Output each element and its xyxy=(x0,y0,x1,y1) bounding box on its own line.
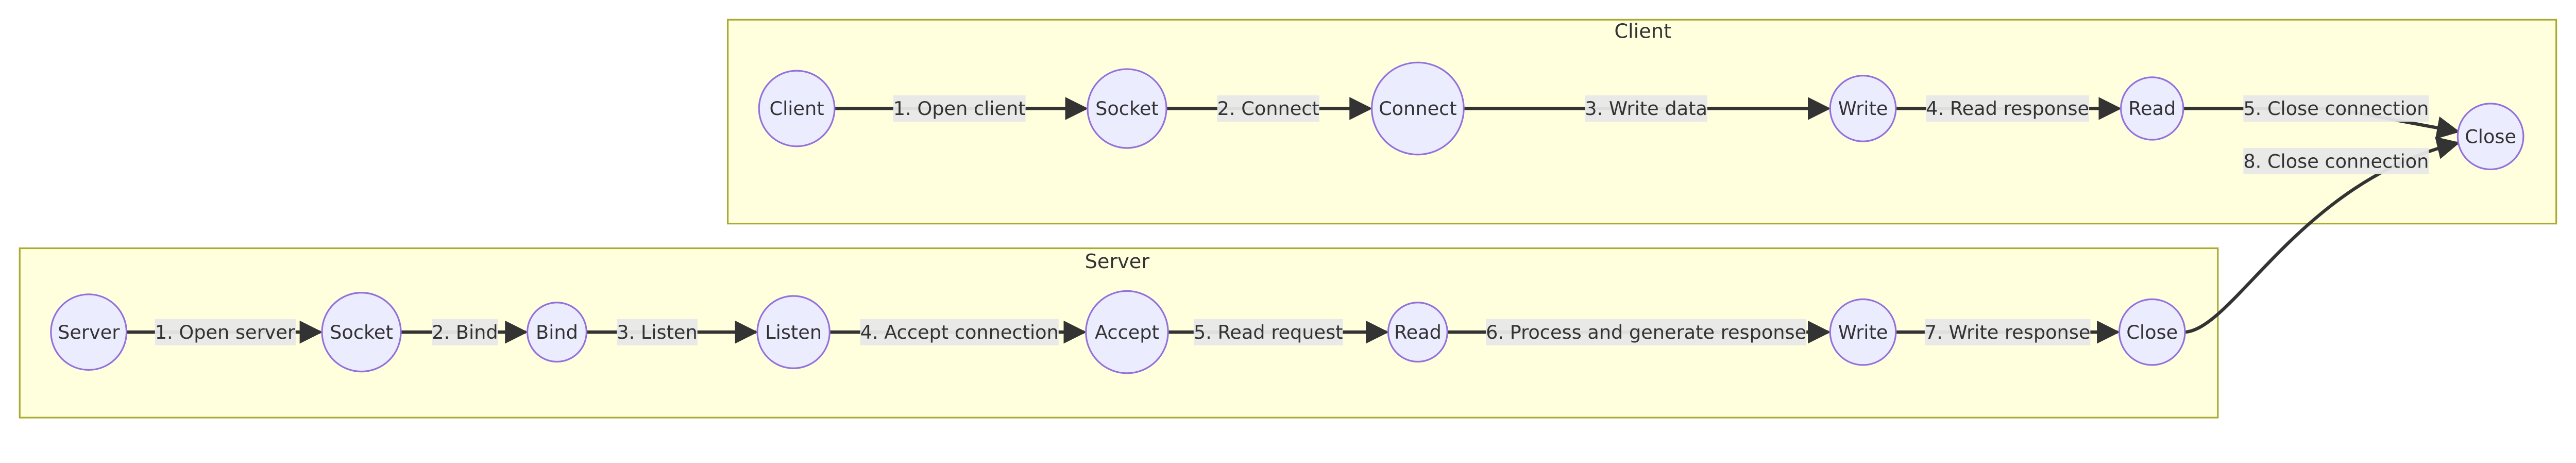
edge-label-text: 2. Bind xyxy=(432,321,498,343)
edge-label-text: 5. Close connection xyxy=(2243,97,2429,120)
node-circle[interactable] xyxy=(756,295,831,369)
edge-label: 3. Listen xyxy=(617,319,698,345)
node-circle[interactable] xyxy=(526,302,587,363)
node-label: Accept xyxy=(1095,321,1159,343)
edge-label: 4. Read response xyxy=(1926,95,2090,122)
edge-label: 1. Open server xyxy=(155,319,296,345)
edge-label-background xyxy=(1926,95,2090,122)
edge-label: 3. Write data xyxy=(1585,95,1707,122)
node-label: Bind xyxy=(536,321,578,343)
edge-label-text: 4. Read response xyxy=(1926,97,2089,120)
edge-label-text: 7. Write response xyxy=(1925,321,2091,343)
edge-label-text: 1. Open client xyxy=(893,97,1026,120)
edge-label-background xyxy=(860,319,1059,345)
edge-label: 8. Close connection xyxy=(2243,147,2429,175)
edge-labels: 1. Open client 2. Connect 3. Write data 4. … xyxy=(155,95,2429,345)
node-label: Write xyxy=(1838,321,1888,343)
node-s-write[interactable]: Write xyxy=(1829,298,1897,366)
edge-label-text: 3. Listen xyxy=(617,321,698,343)
node-label: Socket xyxy=(330,321,393,343)
node-circle[interactable] xyxy=(758,70,836,147)
node-label: Socket xyxy=(1095,97,1159,120)
edge-label: 2. Bind xyxy=(432,319,498,345)
edge-label-text: 4. Accept connection xyxy=(860,321,1059,343)
node-circle[interactable] xyxy=(1087,68,1167,149)
edge-label: 5. Close connection xyxy=(2243,95,2429,122)
node-s-accept[interactable]: Accept xyxy=(1085,290,1169,374)
edge-label-text: 6. Process and generate response xyxy=(1486,321,1806,343)
edge-label-background xyxy=(1585,95,1707,122)
node-label: Listen xyxy=(765,321,822,343)
edge-label-background xyxy=(893,95,1026,122)
edge-label-background xyxy=(1217,95,1319,122)
edge-label: 4. Accept connection xyxy=(860,319,1059,345)
edge-label-background xyxy=(1193,319,1343,345)
edge-label-background xyxy=(2243,147,2429,175)
node-circle[interactable] xyxy=(2120,76,2184,141)
node-circle[interactable] xyxy=(1085,290,1169,374)
node-s-listen[interactable]: Listen xyxy=(756,295,831,369)
edge-label-background xyxy=(155,319,296,345)
cluster-server-title: Server xyxy=(1085,250,1150,273)
node-circle[interactable] xyxy=(1829,298,1897,366)
node-label: Read xyxy=(2128,97,2176,120)
node-s-bind[interactable]: Bind xyxy=(526,302,587,363)
edge-label-text: 8. Close connection xyxy=(2243,150,2429,172)
edge-label: 1. Open client xyxy=(893,95,1026,122)
node-label: Close xyxy=(2126,321,2178,343)
node-c-client[interactable]: Client xyxy=(758,70,836,147)
node-label: Close xyxy=(2465,125,2516,147)
node-label: Write xyxy=(1838,97,1888,120)
node-label: Read xyxy=(1394,321,1442,343)
node-s-socket[interactable]: Socket xyxy=(321,292,402,373)
node-c-connect[interactable]: Connect xyxy=(1370,61,1465,156)
edge-label-text: 2. Connect xyxy=(1217,97,1319,120)
edge-label: 2. Connect xyxy=(1217,95,1319,122)
node-label: Connect xyxy=(1379,97,1457,120)
node-s-close[interactable]: Close xyxy=(2118,298,2186,366)
edge-label-background xyxy=(1924,319,2091,345)
node-label: Server xyxy=(58,321,120,343)
node-circle[interactable] xyxy=(321,292,402,373)
node-circle[interactable] xyxy=(2456,103,2524,171)
node-s-server[interactable]: Server xyxy=(50,293,128,371)
node-circle[interactable] xyxy=(1387,302,1448,363)
cluster-client-title: Client xyxy=(1614,20,1671,43)
edge-label-background xyxy=(432,319,498,345)
edge-label: 6. Process and generate response xyxy=(1486,319,1807,345)
edge-label-text: 5. Read request xyxy=(1194,321,1343,343)
edge-label-text: 3. Write data xyxy=(1585,97,1707,120)
edge-label-text: 1. Open server xyxy=(155,321,296,343)
node-circle[interactable] xyxy=(1829,75,1897,142)
node-circle[interactable] xyxy=(2118,298,2186,366)
node-s-read[interactable]: Read xyxy=(1387,302,1448,363)
node-c-socket[interactable]: Socket xyxy=(1087,68,1167,149)
edge-label-background xyxy=(2243,95,2429,122)
node-circle[interactable] xyxy=(1370,61,1465,156)
edge-label-background xyxy=(1486,319,1807,345)
edge-label: 7. Write response xyxy=(1924,319,2091,345)
edge-label-background xyxy=(617,319,698,345)
node-label: Client xyxy=(769,97,824,120)
node-c-close[interactable]: Close xyxy=(2456,103,2524,171)
node-circle[interactable] xyxy=(50,293,128,371)
edge-label: 5. Read request xyxy=(1193,319,1343,345)
node-c-write[interactable]: Write xyxy=(1829,75,1897,142)
node-c-read[interactable]: Read xyxy=(2120,76,2184,141)
